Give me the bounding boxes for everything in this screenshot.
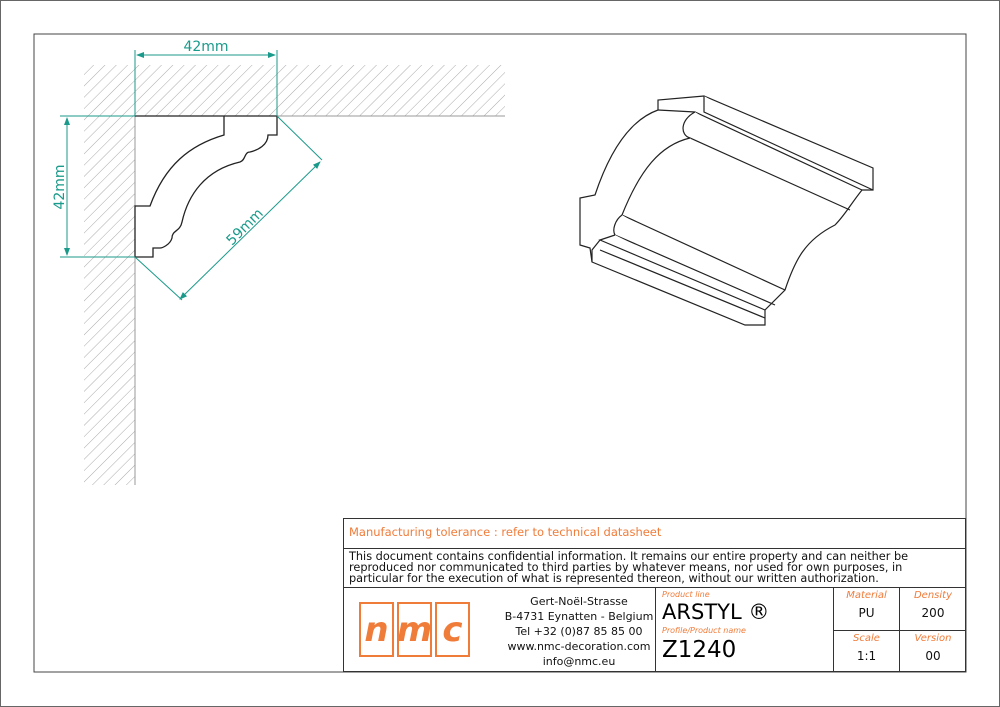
product-line-label: Product line: [662, 590, 710, 599]
company-address: Gert-Noël-Strasse B-4731 Eynatten - Belg…: [504, 594, 654, 669]
material-label: Material: [846, 590, 887, 601]
dim-diagonal-label: 59mm: [224, 206, 267, 249]
city: B-4731 Eynatten - Belgium: [504, 610, 654, 623]
dimension-lines: [60, 50, 323, 301]
street: Gert-Noël-Strasse: [530, 595, 628, 608]
density-value: 200: [921, 606, 945, 620]
product-name: Z1240: [662, 637, 737, 663]
ceiling-hatch: [84, 65, 505, 116]
scale-label: Scale: [853, 633, 880, 644]
version-label: Version: [914, 633, 952, 644]
profile-section: [134, 115, 278, 258]
scale-cell: Scale 1:1: [834, 631, 900, 672]
website: www.nmc-decoration.com: [507, 640, 651, 653]
version-value: 00: [925, 649, 941, 663]
logo-letter: n: [359, 602, 394, 657]
profile-3d-view: [579, 95, 874, 326]
wall-hatch: [84, 116, 135, 485]
material-value: PU: [858, 606, 875, 620]
dim-height-label: 42mm: [52, 164, 68, 209]
material-cell: Material PU: [834, 588, 900, 631]
tolerance-note: Manufacturing tolerance : refer to techn…: [344, 519, 965, 549]
logo-letter: c: [435, 602, 470, 657]
version-cell: Version 00: [900, 631, 966, 672]
dim-width-label: 42mm: [183, 39, 228, 55]
frame-border: [33, 33, 967, 673]
nmc-logo: n m c: [359, 602, 470, 657]
product-name-label: Profile/Product name: [662, 626, 746, 635]
email: info@nmc.eu: [542, 655, 616, 668]
logo-letter: m: [397, 602, 432, 657]
title-block: Manufacturing tolerance : refer to techn…: [343, 518, 966, 672]
company-info: n m c Gert-Noël-Strasse B-4731 Eynatten …: [344, 588, 656, 672]
density-cell: Density 200: [900, 588, 966, 631]
density-label: Density: [913, 590, 953, 601]
scale-value: 1:1: [856, 649, 877, 663]
phone: Tel +32 (0)87 85 85 00: [515, 625, 643, 638]
product-line: ARSTYL ®: [662, 600, 770, 624]
product-info: Product line ARSTYL ® Profile/Product na…: [656, 588, 834, 672]
confidentiality-notice: This document contains confidential info…: [344, 549, 965, 588]
